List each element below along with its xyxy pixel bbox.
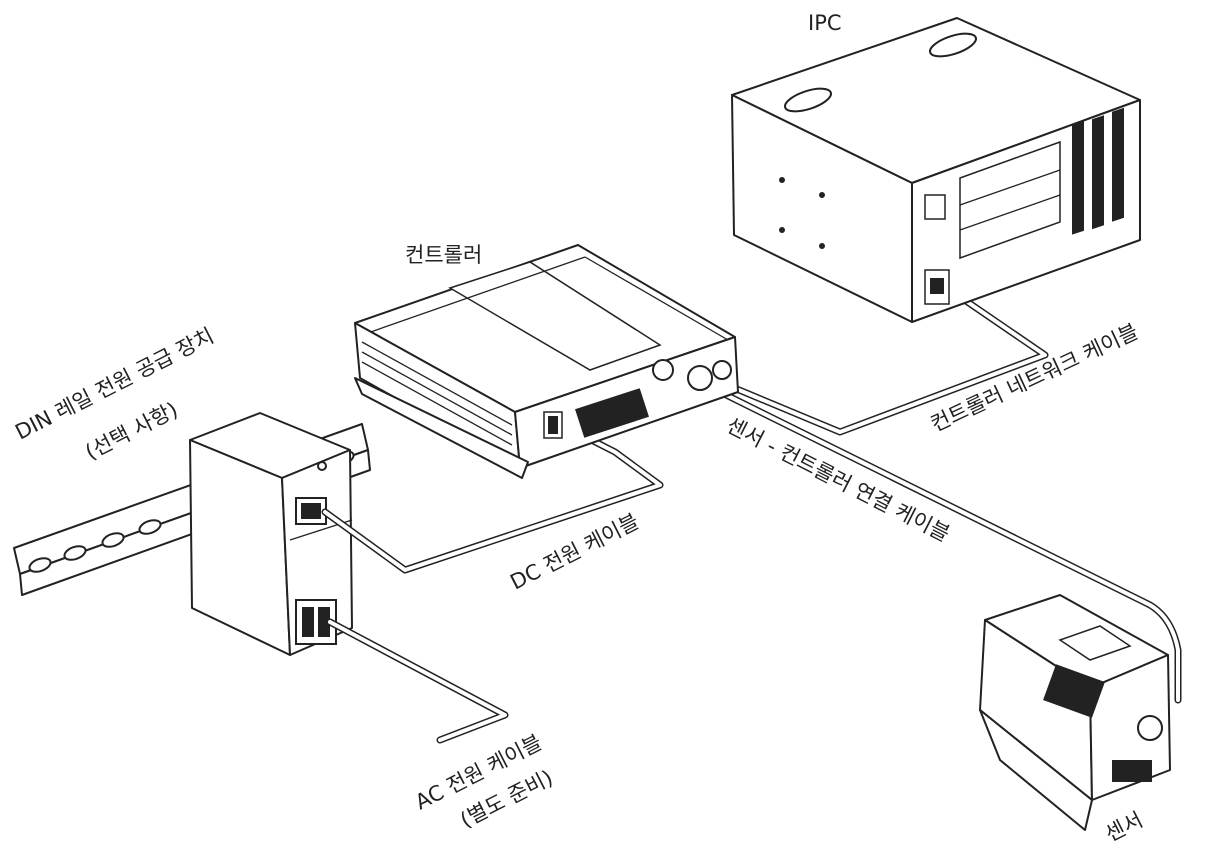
controller-label: 컨트롤러 [405, 243, 482, 267]
din-rail-label-line2: (선택 사항) [81, 398, 181, 465]
ac-power-cable [326, 618, 509, 744]
ipc-computer [731, 17, 1141, 323]
dc-power-cable [321, 420, 664, 574]
sensor-cable [696, 378, 1182, 704]
ipc-label: IPC [808, 11, 842, 35]
controller [354, 244, 739, 479]
din-power-supply [189, 412, 353, 656]
sensor-label: 센서 [1101, 808, 1146, 847]
network-cable-label: 컨트롤러 네트워크 케이블 [927, 319, 1142, 436]
sensor-device [979, 594, 1171, 831]
dc-cable-label: DC 전원 케이블 [506, 509, 642, 594]
